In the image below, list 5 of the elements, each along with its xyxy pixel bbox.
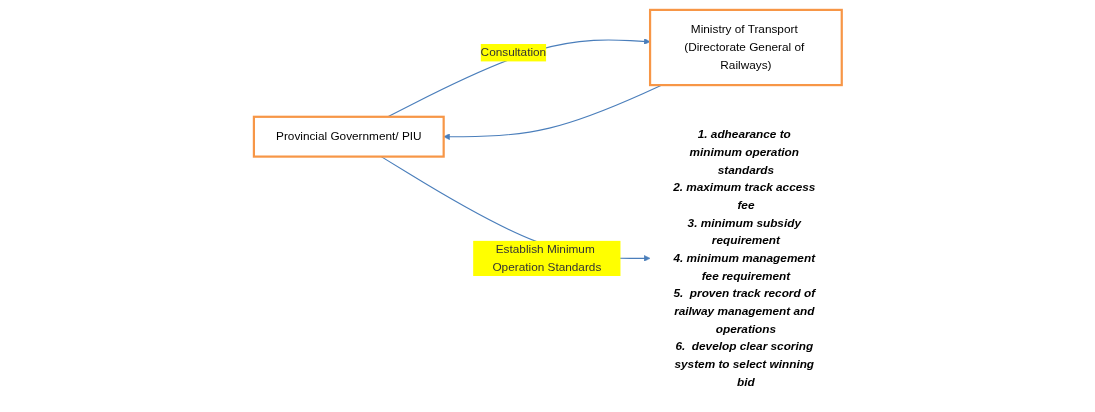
node-text: 1. adhearance to minimum operation standards 2. maximum track access fee 3. minimum subsidy requirement 4. minimum management fee requirement 5. proven track record of railway management and operations 6. develop clear scoring system to select winning bid (672, 127, 816, 389)
node-box: Provincial Government/ PIU (252, 115, 445, 158)
edge-label: Consultation (480, 46, 546, 59)
edge-label: Establish Minimum Operation Standards (492, 242, 601, 274)
node-box: Ministry of Transport (Directorate General of Railways) (648, 8, 843, 87)
